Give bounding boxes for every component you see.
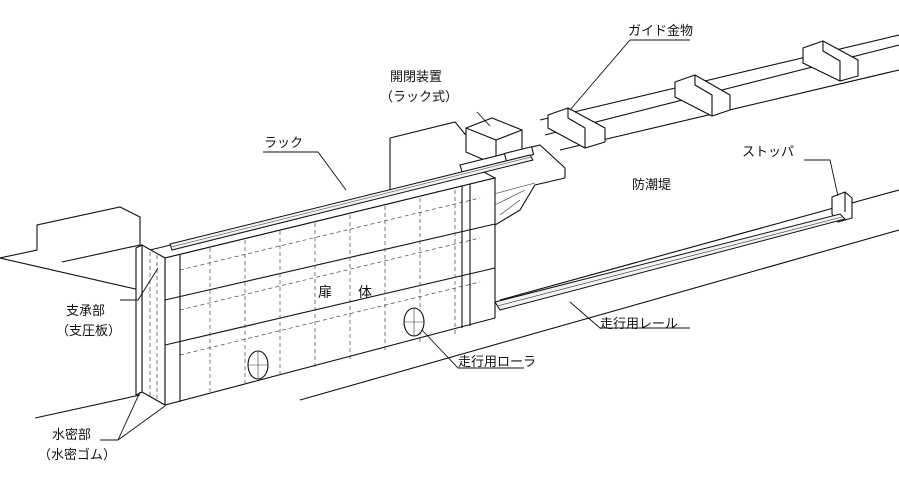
bearing-plate bbox=[135, 244, 143, 396]
watertight-label: 水密部 bbox=[52, 428, 92, 443]
running-rollers bbox=[247, 307, 425, 380]
roller-label: 走行用ローラ bbox=[458, 355, 537, 370]
rail-label: 走行用レール bbox=[600, 317, 679, 332]
watertight-sub-label: （水密ゴム） bbox=[38, 448, 117, 463]
leader-lines bbox=[100, 39, 839, 441]
rack-label: ラック bbox=[264, 136, 304, 151]
guide-metal-blocks bbox=[547, 40, 859, 149]
running-rail bbox=[494, 213, 846, 311]
gate-leaf bbox=[141, 169, 497, 406]
bearing-sub-label: （支圧板） bbox=[56, 324, 122, 339]
seawall-label: 防潮堤 bbox=[632, 178, 672, 193]
drive-device-sub-label: （ラック式） bbox=[380, 90, 459, 105]
gate-leaf-label: 扉 体 bbox=[318, 285, 378, 301]
rack-bar bbox=[169, 154, 534, 251]
bearing-label: 支承部 bbox=[66, 304, 106, 319]
guide-metal-label: ガイド金物 bbox=[628, 24, 694, 39]
stopper-label: ストッパ bbox=[742, 145, 795, 160]
drive-device-label: 開閉装置 bbox=[390, 70, 443, 85]
